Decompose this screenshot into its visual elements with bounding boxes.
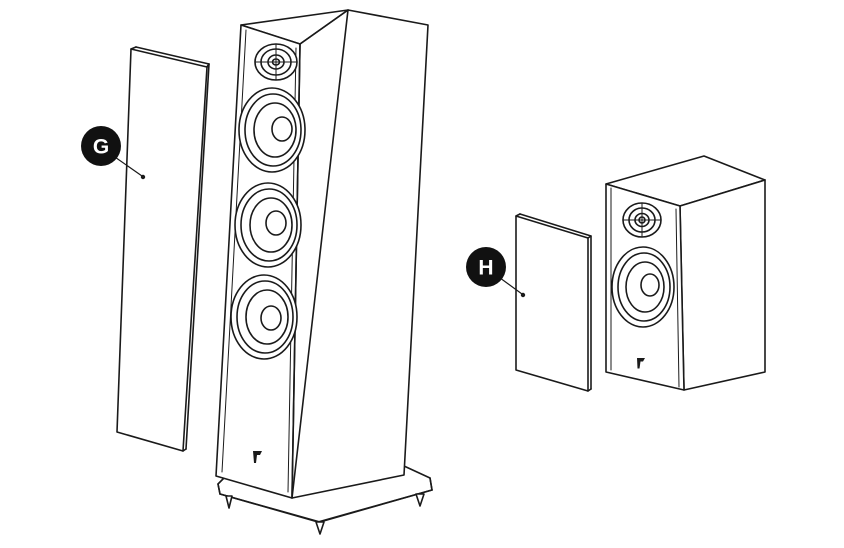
floorstanding-woofer-top [238, 87, 306, 173]
floorstanding-grille [116, 46, 210, 452]
callout-g-badge: G [81, 126, 121, 166]
bookshelf-grille [515, 213, 592, 392]
callout-h-badge: H [466, 247, 506, 287]
bookshelf-speaker [605, 155, 766, 391]
floorstanding-brand-logo-icon [253, 451, 262, 463]
callout-g-label: G [93, 136, 109, 159]
callout-g-leader [111, 154, 146, 180]
bookshelf-woofer [611, 246, 675, 328]
floorstanding-tweeter [254, 43, 298, 81]
floorstanding-woofer-middle [234, 182, 302, 268]
floorstanding-woofer-bottom [230, 274, 298, 360]
callout-h-label: H [478, 257, 493, 280]
bookshelf-tweeter [622, 202, 662, 238]
bookshelf-brand-logo-icon [637, 358, 645, 369]
floorstanding-speaker [215, 9, 433, 535]
